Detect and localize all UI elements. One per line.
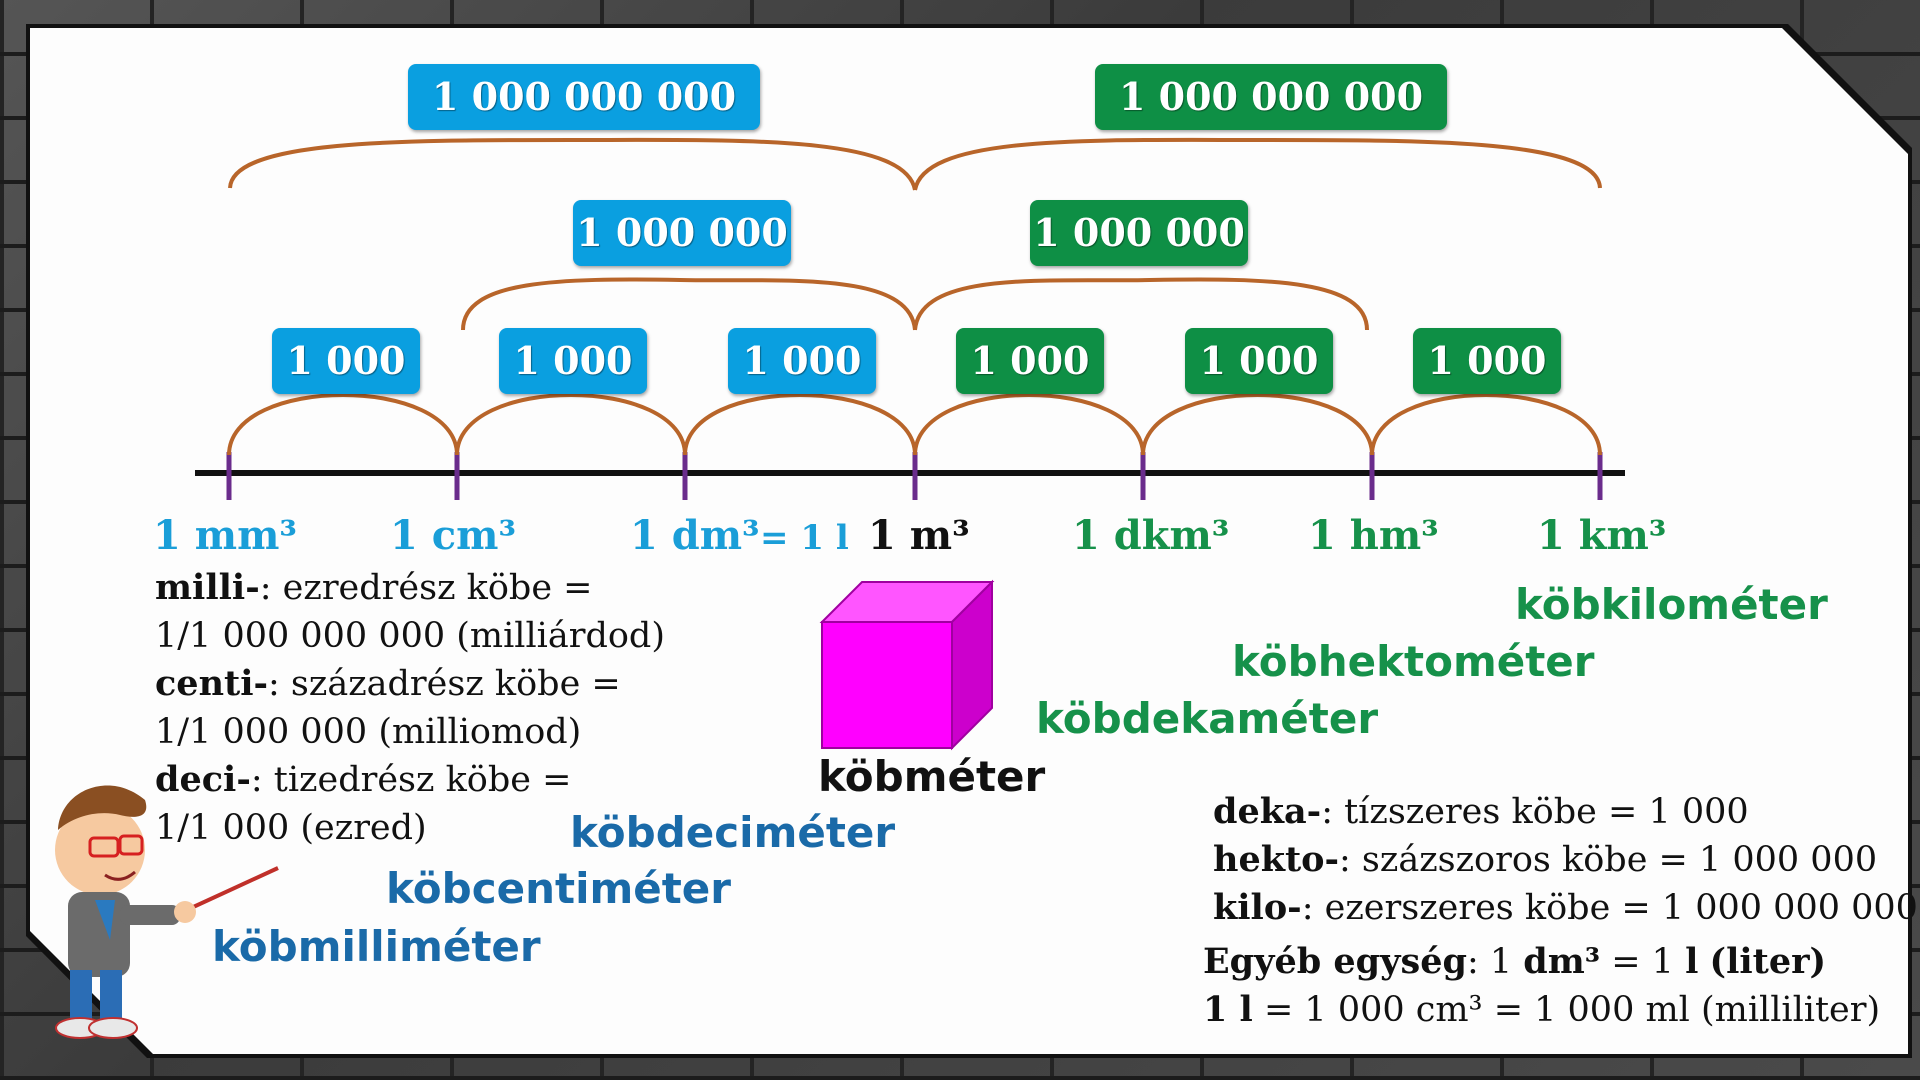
name-kobkilometer: köbkilométer — [1515, 580, 1828, 629]
small-box-6: 1 000 — [1413, 328, 1561, 394]
prefix-deci-text: : tizedrész köbe = — [250, 760, 572, 800]
top-box-right: 1 000 000 000 — [1095, 64, 1447, 130]
small-box-4: 1 000 — [956, 328, 1104, 394]
top-braces — [228, 137, 1602, 191]
unit-dkm3: 1 dkm³ — [1072, 512, 1230, 559]
other-unit-line-2: 1 l = 1 000 cm³ = 1 000 ml (milliliter) — [1203, 986, 1880, 1034]
unit-cm3: 1 cm³ — [390, 512, 516, 559]
other-unit-l: l — [1685, 941, 1699, 982]
arc-mm-cm — [227, 393, 459, 456]
unit-liter: = 1 l — [760, 518, 849, 558]
prefix-hekto-line: hekto-: százszoros köbe = 1 000 000 — [1213, 836, 1877, 884]
other-unit-eq: = 1 — [1600, 942, 1686, 982]
small-arcs — [227, 393, 1602, 456]
brace-mid-right — [913, 277, 1369, 331]
prefix-deci: deci- — [155, 759, 251, 800]
brace-top-right — [913, 137, 1602, 191]
other-unit-rest: : 1 — [1466, 942, 1524, 982]
other-unit-line-1: Egyéb egység: 1 dm³ = 1 l (liter) — [1203, 938, 1826, 986]
prefix-kilo-text: : ezerszeres köbe = 1 000 000 000 — [1301, 888, 1918, 928]
unit-mm3: 1 mm³ — [153, 512, 297, 559]
prefix-deci-line: deci-: tizedrész köbe = — [155, 756, 571, 804]
name-kobcentimeter: köbcentiméter — [386, 864, 732, 913]
name-kobhektometer: köbhektométer — [1232, 637, 1595, 686]
mid-box-left: 1 000 000 — [573, 200, 791, 266]
mid-box-right: 1 000 000 — [1030, 200, 1248, 266]
other-unit-line2-rest: = 1 000 cm³ = 1 000 ml (milliliter) — [1252, 990, 1881, 1030]
ticks — [226, 452, 1603, 500]
prefix-milli-line: milli-: ezredrész köbe = — [155, 564, 593, 612]
arc-m-dkm — [913, 393, 1145, 456]
other-unit-l2: 1 l — [1203, 989, 1253, 1030]
small-box-5: 1 000 — [1185, 328, 1333, 394]
name-kobmeter: köbméter — [818, 752, 1046, 801]
prefix-milli-text: : ezredrész köbe = — [259, 568, 593, 608]
top-box-left: 1 000 000 000 — [408, 64, 760, 130]
cube-icon — [819, 579, 995, 751]
prefix-milli-value: 1/1 000 000 000 (milliárdod) — [155, 616, 665, 656]
other-unit-liter: (liter) — [1709, 941, 1827, 982]
unit-km3: 1 km³ — [1537, 512, 1667, 559]
unit-hm3: 1 hm³ — [1308, 512, 1439, 559]
prefix-centi-line: centi-: századrész köbe = — [155, 660, 621, 708]
name-kobmillimeter: köbmilliméter — [212, 922, 541, 971]
mid-braces — [461, 277, 1369, 331]
prefix-kilo: kilo- — [1213, 887, 1302, 928]
small-box-2: 1 000 — [499, 328, 647, 394]
arc-hm-km — [1370, 393, 1602, 456]
teacher-icon — [55, 785, 279, 1039]
prefix-centi-value: 1/1 000 000 (milliomod) — [155, 712, 582, 752]
prefix-milli: milli- — [155, 567, 260, 608]
unit-dm3: 1 dm³ — [630, 512, 760, 559]
prefix-centi-text: : századrész köbe = — [268, 664, 621, 704]
prefix-deka-line: deka-: tízszeres köbe = 1 000 — [1213, 788, 1749, 836]
prefix-centi: centi- — [155, 663, 269, 704]
arc-dkm-hm — [1141, 393, 1374, 456]
small-box-3: 1 000 — [728, 328, 876, 394]
arc-cm-dm — [455, 393, 687, 456]
small-box-1: 1 000 — [272, 328, 420, 394]
prefix-deka-text: : tízszeres köbe = 1 000 — [1321, 792, 1749, 832]
name-kobdecimeter: köbdeciméter — [570, 808, 896, 857]
name-kobdekameter: köbdekaméter — [1036, 694, 1379, 743]
prefix-hekto: hekto- — [1213, 839, 1340, 880]
brace-top-left — [228, 137, 917, 191]
prefix-hekto-text: : százszoros köbe = 1 000 000 — [1339, 840, 1878, 880]
brace-mid-left — [461, 277, 917, 331]
prefix-deka: deka- — [1213, 791, 1322, 832]
paper-sheet — [30, 28, 1908, 1054]
other-unit-label: Egyéb egység — [1203, 941, 1467, 982]
prefix-kilo-line: kilo-: ezerszeres köbe = 1 000 000 000 — [1213, 884, 1918, 932]
prefix-deci-value: 1/1 000 (ezred) — [155, 808, 427, 848]
other-unit-dm: dm³ — [1523, 941, 1601, 982]
unit-m3: 1 m³ — [868, 512, 970, 559]
arc-dm-m — [683, 393, 917, 456]
